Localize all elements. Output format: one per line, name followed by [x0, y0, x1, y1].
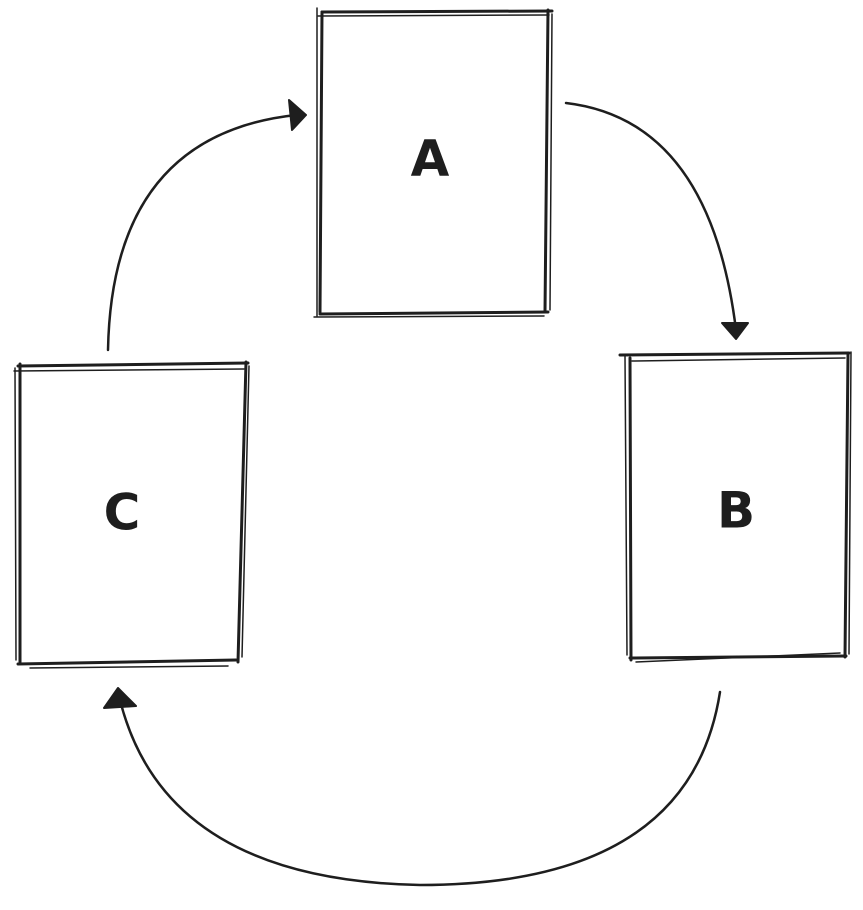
arrowhead-b-to-c — [103, 687, 137, 709]
node-a[interactable]: A — [313, 7, 554, 318]
node-b-label: B — [717, 482, 755, 540]
node-b-box — [618, 351, 852, 663]
node-c-box — [13, 360, 250, 669]
edge-b-to-c — [103, 687, 722, 887]
edge-c-to-a — [106, 99, 307, 352]
node-a-label: A — [411, 130, 450, 188]
node-c[interactable]: C — [13, 360, 250, 669]
node-b[interactable]: B — [618, 351, 852, 663]
node-c-label: C — [104, 484, 141, 542]
node-a-box — [313, 7, 554, 318]
arrowhead-a-to-b — [721, 322, 749, 340]
arrowhead-c-to-a — [288, 99, 307, 131]
edge-a-to-b — [564, 101, 749, 340]
